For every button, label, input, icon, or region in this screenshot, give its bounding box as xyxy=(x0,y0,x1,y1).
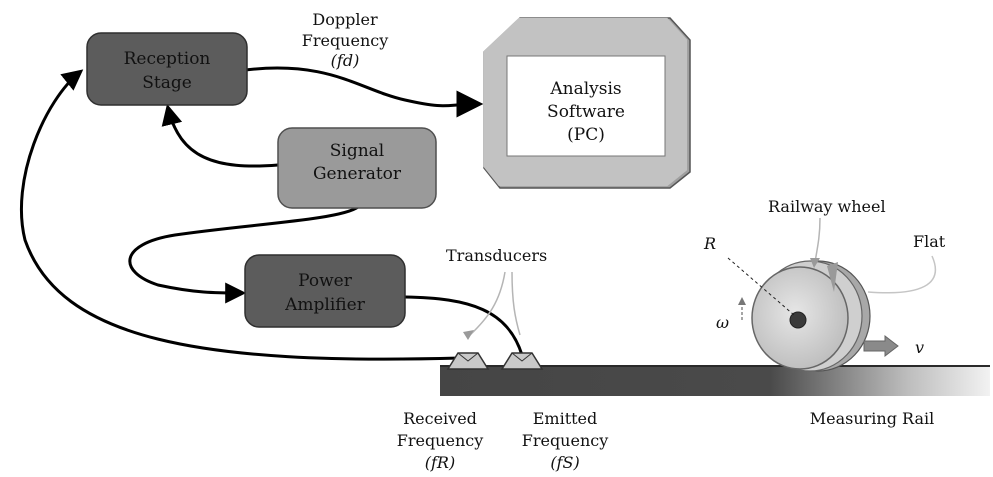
received-frequency-label: Received Frequency (fR) xyxy=(397,409,484,472)
velocity-arrow-icon xyxy=(863,334,899,358)
power-amplifier-box: Power Amplifier xyxy=(244,254,406,328)
flat-label: Flat xyxy=(913,232,946,251)
power-amplifier-label-line1: Power xyxy=(298,271,353,291)
velocity-label: v xyxy=(915,338,924,357)
signal-generator-label-line2: Generator xyxy=(313,164,402,184)
received-line1: Received xyxy=(403,409,477,428)
power-amplifier-label-line2: Amplifier xyxy=(284,295,366,315)
railway-wheel-pointer xyxy=(814,217,821,263)
railway-wheel xyxy=(751,260,871,372)
measuring-rail xyxy=(440,366,990,396)
flat-pointer xyxy=(867,255,937,294)
transducer-pointer-left xyxy=(469,271,506,336)
analysis-software-box: Analysis Software (PC) xyxy=(483,17,691,189)
emitted-line1: Emitted xyxy=(533,409,598,428)
emitted-frequency-label: Emitted Frequency (fS) xyxy=(522,409,609,472)
generator-to-amplifier-arrow xyxy=(128,205,359,304)
analysis-label-line3: (PC) xyxy=(567,125,605,145)
doppler-line2: Frequency xyxy=(302,31,389,50)
received-line2: Frequency xyxy=(397,431,484,450)
radius-label: R xyxy=(703,234,716,253)
reception-stage-box: Reception Stage xyxy=(86,32,248,106)
doppler-arrow xyxy=(244,66,484,118)
analysis-label-line2: Software xyxy=(547,102,625,122)
doppler-frequency-label: Doppler Frequency (fd) xyxy=(302,10,389,70)
emitted-transducer-icon xyxy=(500,352,544,370)
transducers-label: Transducers xyxy=(446,246,547,265)
transducer-pointer-right xyxy=(511,271,521,336)
signal-generator-box: Signal Generator xyxy=(277,127,437,209)
radius-line xyxy=(727,257,795,316)
generator-to-reception-arrow xyxy=(161,103,279,168)
signal-generator-label-line1: Signal xyxy=(330,141,385,161)
doppler-line1: Doppler xyxy=(312,10,378,29)
reception-label-line1: Reception xyxy=(124,49,211,69)
amplifier-to-emitter-line xyxy=(404,295,524,356)
analysis-label-line1: Analysis xyxy=(549,79,621,99)
omega-label: ω xyxy=(716,313,729,332)
received-transducer-icon xyxy=(446,352,490,370)
emitted-line2: Frequency xyxy=(522,431,609,450)
measuring-rail-label: Measuring Rail xyxy=(810,409,935,428)
reception-label-line2: Stage xyxy=(142,73,192,93)
emitted-line3: (fS) xyxy=(550,453,579,472)
wheel-flat-marker xyxy=(827,262,838,292)
received-line3: (fR) xyxy=(425,453,455,472)
railway-wheel-label: Railway wheel xyxy=(768,197,886,216)
doppler-line3: (fd) xyxy=(331,51,360,70)
receiver-to-reception-arrow xyxy=(19,69,461,361)
